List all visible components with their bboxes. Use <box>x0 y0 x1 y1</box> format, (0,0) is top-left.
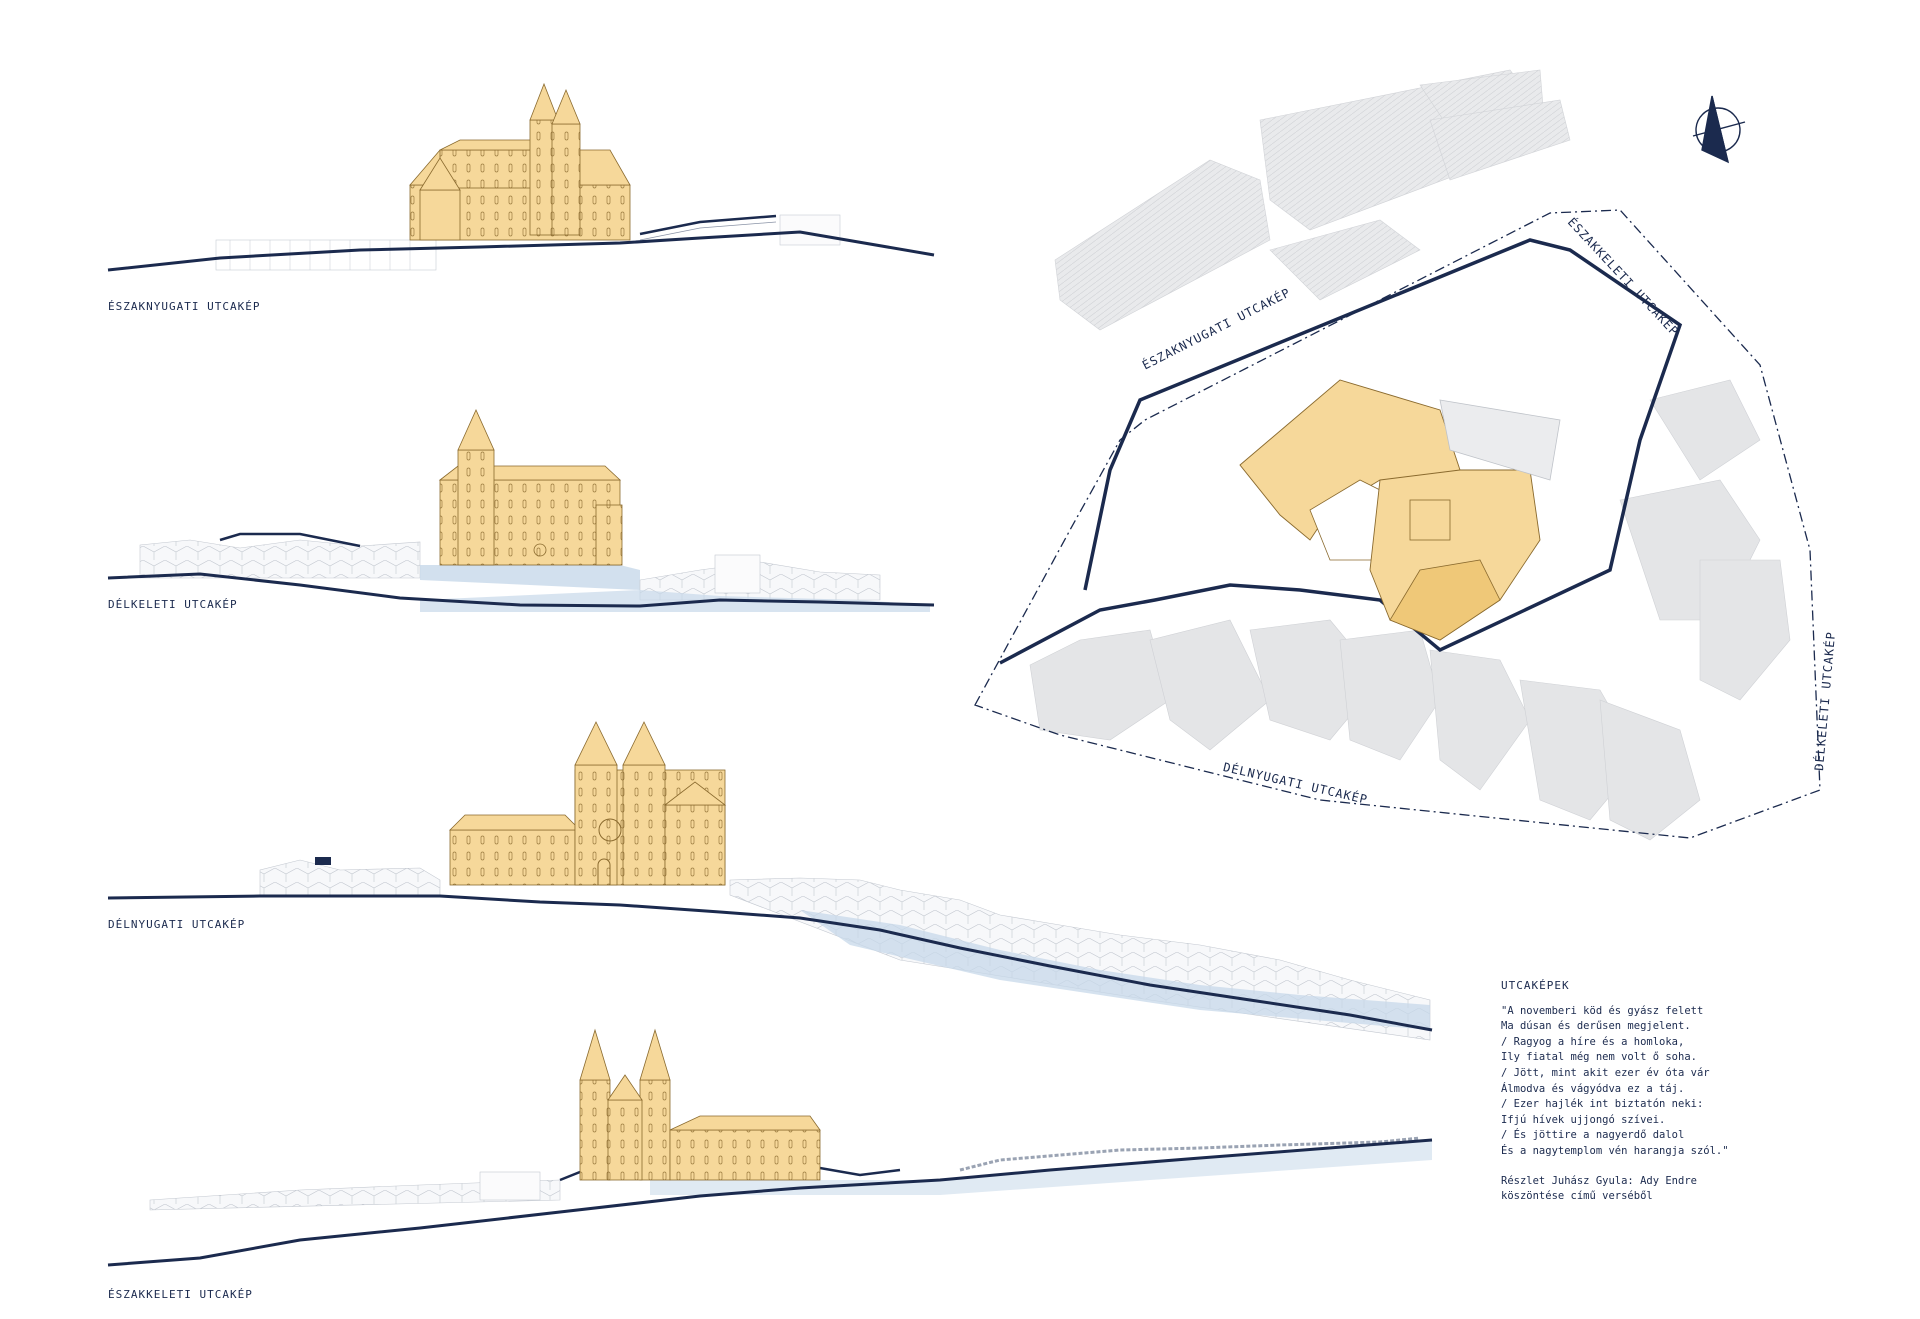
poem-lines: "A novemberi köd és gyász felett Ma dúsa… <box>1501 1004 1741 1160</box>
church-southeast <box>438 409 623 566</box>
poem-block: UTCAKÉPEK "A novemberi köd és gyász fele… <box>1501 978 1741 1205</box>
poem-line: / És jöttire a nagyerdő dalol <box>1501 1129 1685 1142</box>
poem-line: Álmodva és vágyódva ez a táj. <box>1501 1082 1685 1095</box>
poem-line: Ma dúsan és derűsen megjelent. <box>1501 1020 1691 1033</box>
church-northeast <box>579 1028 821 1181</box>
poem-line: "A novemberi köd és gyász felett <box>1501 1004 1704 1017</box>
ground-line-southwest <box>107 894 1433 1032</box>
site-plan <box>974 69 1821 841</box>
monastery-plan <box>1239 379 1541 641</box>
poem-line: / Ragyog a híre és a homloka, <box>1501 1035 1685 1048</box>
streetscape-boundary <box>974 209 1821 839</box>
elevation-southwest <box>107 721 1433 1041</box>
ground-line-southeast <box>107 572 935 608</box>
poem-line: / Ezer hajlék int biztatón neki: <box>1501 1098 1704 1111</box>
poem-line: / Jött, mint akit ezer év óta vár <box>1501 1066 1710 1079</box>
elevation-label-northwest: ÉSZAKNYUGATI UTCAKÉP <box>108 300 261 313</box>
poem-line: Ifjú hívek ujjongó szívei. <box>1501 1113 1666 1126</box>
poem-line: És a nagytemplom vén harangja szól." <box>1501 1144 1729 1157</box>
context-south <box>1029 379 1791 841</box>
elevation-northwest <box>107 82 935 272</box>
elevation-label-southeast: DÉLKELETI UTCAKÉP <box>108 598 238 611</box>
north-arrow-icon <box>1692 95 1746 164</box>
elevation-label-southwest: DÉLNYUGATI UTCAKÉP <box>108 918 246 931</box>
credit-line: köszöntése című verséből <box>1501 1190 1653 1203</box>
church-northwest <box>409 82 631 241</box>
church-southwest <box>449 721 727 886</box>
poem-line: Ily fiatal még nem volt ő soha. <box>1501 1051 1697 1064</box>
elevation-label-northeast: ÉSZAKKELETI UTCAKÉP <box>108 1288 253 1301</box>
ground-line-northwest <box>107 230 935 272</box>
elevation-northeast <box>107 1028 1433 1267</box>
ground-line-northeast <box>107 1138 1433 1267</box>
poem-heading: UTCAKÉPEK <box>1501 979 1570 992</box>
site-boundary <box>999 238 1683 665</box>
credit-line: Részlet Juhász Gyula: Ady Endre <box>1501 1174 1697 1187</box>
poem-credit: Részlet Juhász Gyula: Ady Endre köszönté… <box>1501 1174 1741 1205</box>
elevation-southeast <box>107 409 935 612</box>
context-north <box>1054 69 1571 331</box>
